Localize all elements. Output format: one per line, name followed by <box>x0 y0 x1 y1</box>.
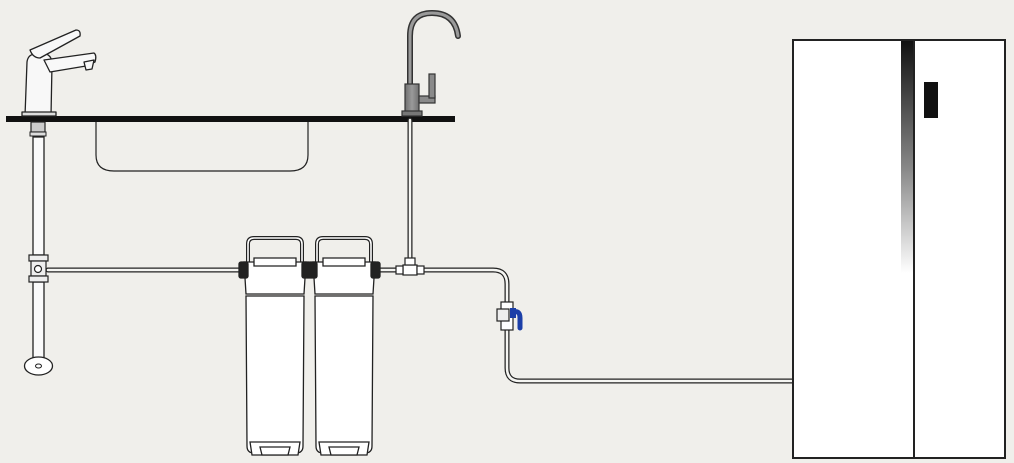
fridge-icon <box>792 39 1006 459</box>
shutoff-valve-icon <box>496 301 523 331</box>
outlet-tee-fitting <box>395 257 425 276</box>
fridge-dispenser-panel <box>924 82 938 118</box>
mixer-tap-icon <box>21 29 97 117</box>
fridge-door-shading <box>901 41 913 273</box>
sink-basin <box>95 121 309 172</box>
water-filter-icon <box>238 236 312 456</box>
supply-pipe-upper <box>32 136 45 256</box>
fridge-body <box>792 39 1006 459</box>
wall-flange-hole <box>35 363 42 369</box>
faucet-shank-nut <box>29 131 47 137</box>
countertop <box>6 116 455 122</box>
tee-adapter <box>28 254 49 283</box>
supply-pipe-lower <box>32 281 45 359</box>
water-filter-icon <box>307 236 381 456</box>
faucet-shank <box>30 121 46 133</box>
gooseneck-tap-icon <box>401 9 461 117</box>
